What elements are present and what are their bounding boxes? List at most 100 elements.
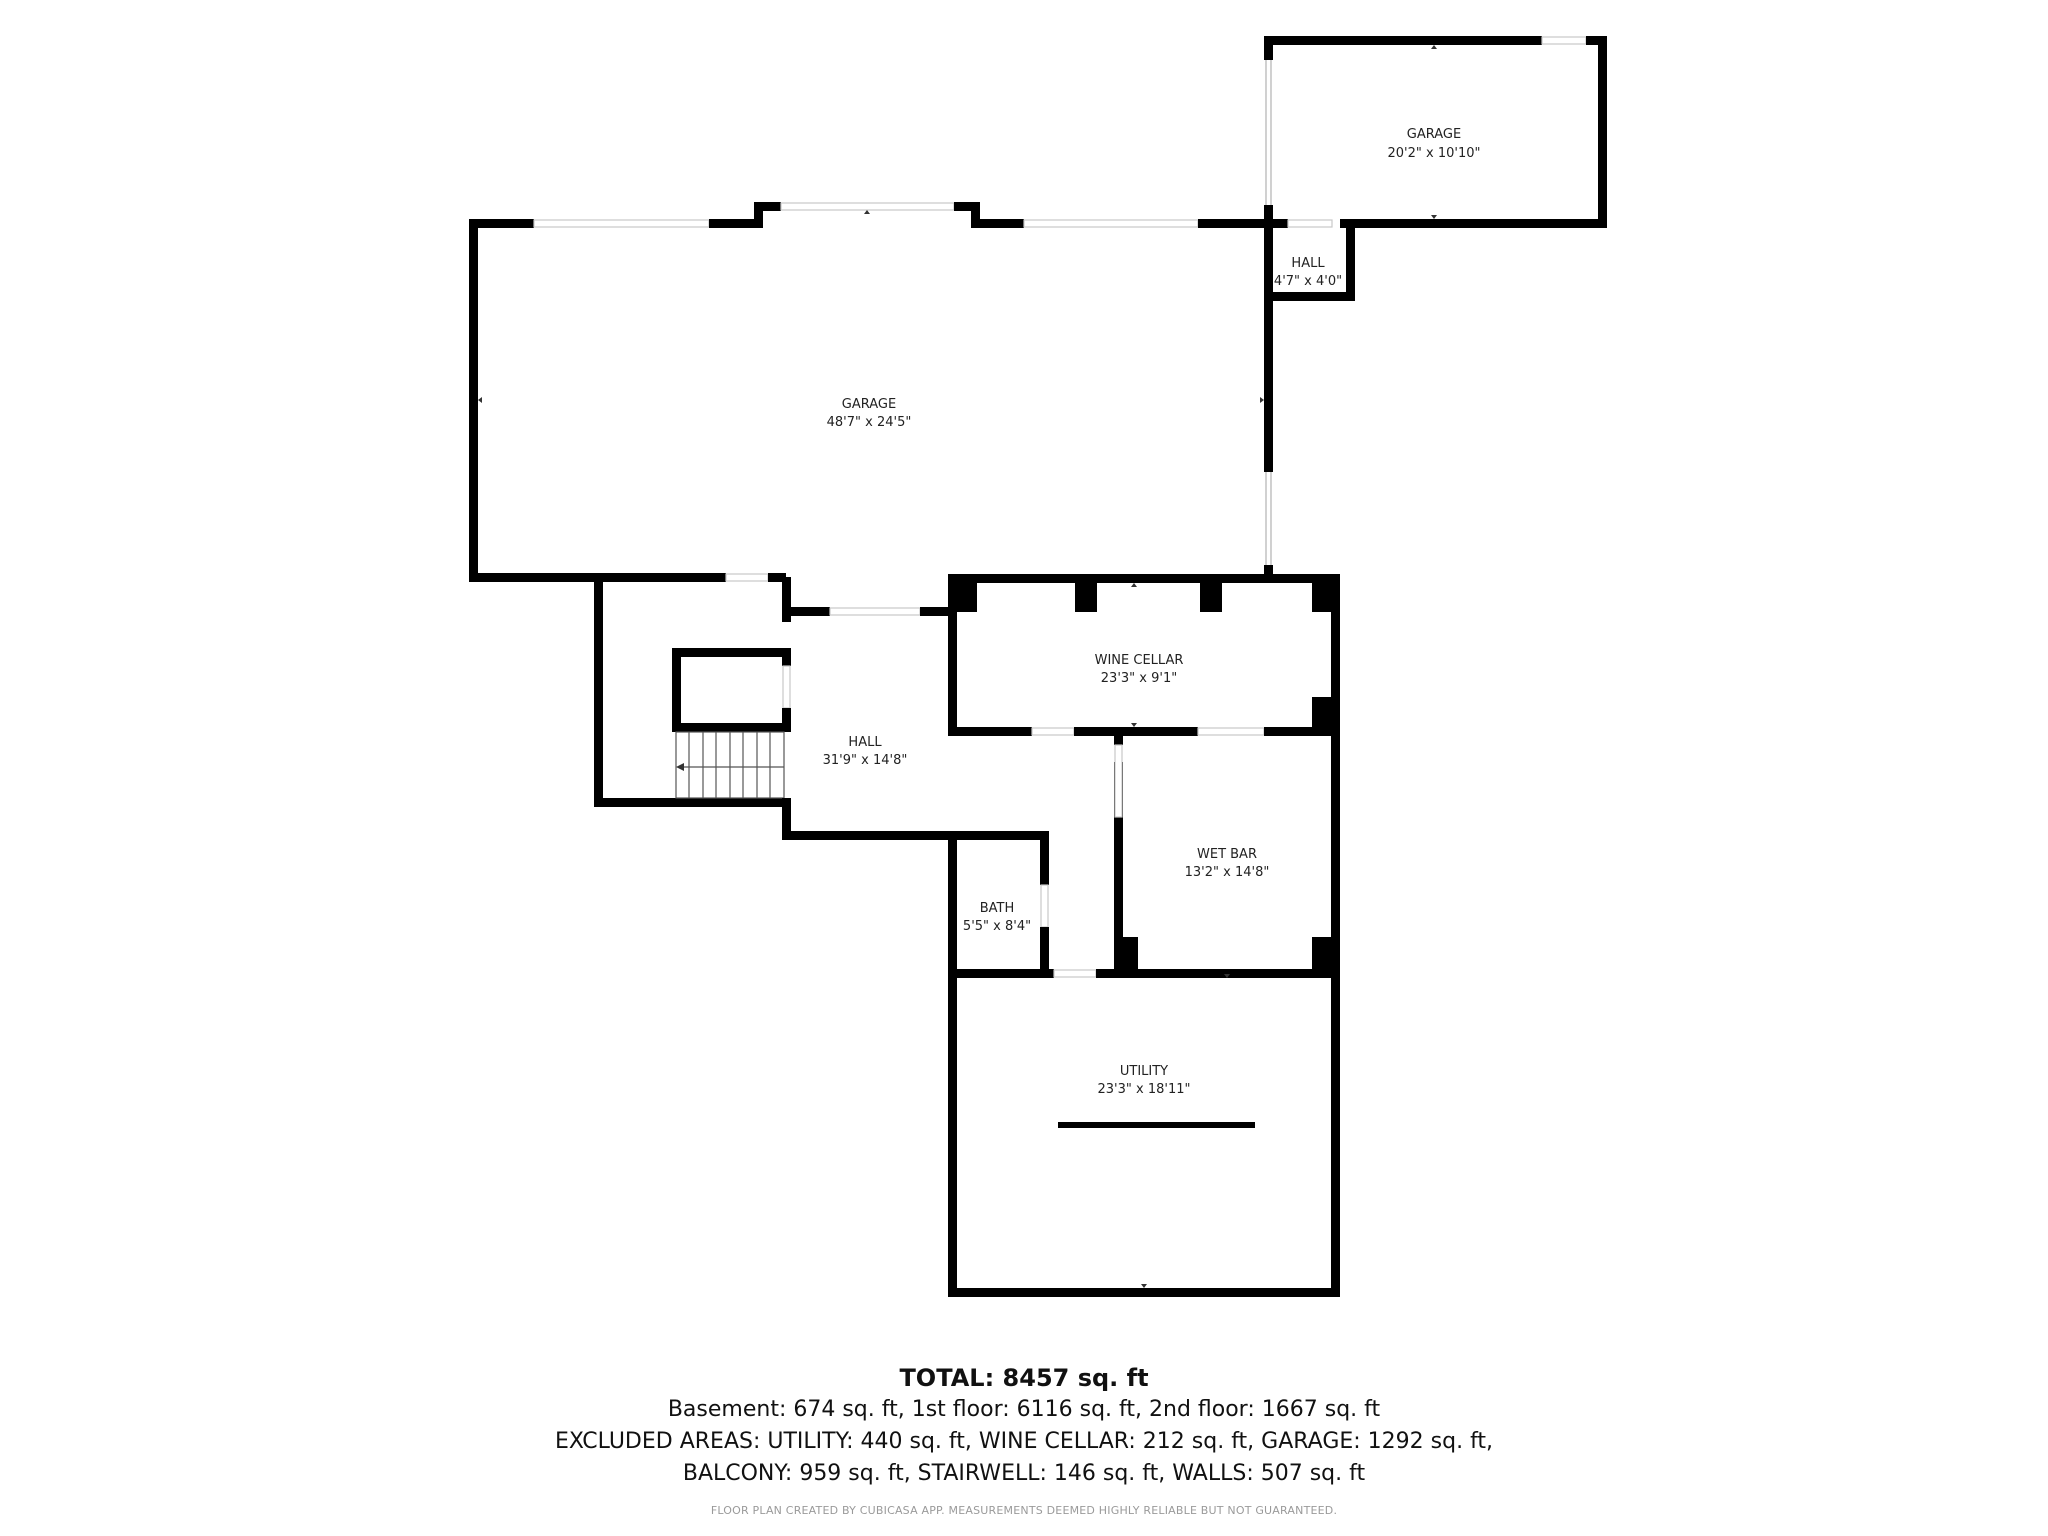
room-bath: BATH 5'5" x 8'4": [948, 831, 1049, 1297]
stairs: [675, 731, 785, 799]
room-dimensions: 23'3" x 9'1": [1101, 671, 1177, 686]
room-dimensions: 23'3" x 18'11": [1098, 1082, 1191, 1097]
room-name: GARAGE: [842, 397, 896, 412]
wall: [954, 202, 980, 211]
column: [1200, 574, 1222, 612]
wall: [948, 1288, 1340, 1297]
wall: [1586, 36, 1606, 45]
tick-icon: [1431, 45, 1437, 49]
wall: [1264, 292, 1273, 472]
room-name: GARAGE: [1407, 127, 1461, 142]
wall: [1264, 205, 1273, 305]
partition-wall: [1058, 1122, 1255, 1128]
door-opening: [725, 573, 769, 582]
room-name: HALL: [1291, 256, 1325, 271]
wall: [1040, 927, 1049, 978]
wall: [754, 202, 781, 211]
wall: [1264, 565, 1273, 582]
wall: [1598, 36, 1607, 228]
door-opening: [1114, 744, 1123, 818]
wall: [1264, 219, 1288, 228]
column: [1312, 574, 1340, 612]
wall: [1096, 969, 1340, 978]
tick-icon: [1141, 1284, 1147, 1288]
wall: [768, 573, 786, 582]
wall: [1264, 36, 1273, 60]
window-opening: [1197, 727, 1265, 736]
wall: [1114, 727, 1123, 745]
area-summary: TOTAL: 8457 sq. ft Basement: 674 sq. ft,…: [0, 1362, 2048, 1517]
disclaimer: FLOOR PLAN CREATED BY CUBICASA APP. MEAS…: [710, 1504, 1338, 1517]
room-dimensions: 5'5" x 8'4": [963, 919, 1031, 934]
room-dimensions: 4'7" x 4'0": [1274, 274, 1342, 289]
room-utility: UTILITY 23'3" x 18'11": [948, 969, 1340, 1297]
wall: [782, 577, 791, 622]
wall: [1264, 292, 1355, 301]
room-garage-large: GARAGE 48'7" x 24'5": [469, 202, 1273, 582]
excluded-areas-line-2: BALCONY: 959 sq. ft, STAIRWELL: 146 sq. …: [682, 1461, 1366, 1486]
room-name: UTILITY: [1120, 1064, 1168, 1079]
tick-icon: [1131, 583, 1137, 587]
wall: [672, 648, 791, 657]
tick-icon: [478, 397, 482, 403]
room-wet-bar: WET BAR 13'2" x 14'8": [1114, 727, 1340, 978]
wall: [594, 577, 603, 807]
room-dimensions: 13'2" x 14'8": [1185, 865, 1270, 880]
room-hall-main: HALL 31'9" x 14'8": [594, 577, 950, 840]
wall: [782, 831, 950, 840]
wall: [709, 219, 763, 228]
floor-areas: Basement: 674 sq. ft, 1st floor: 6116 sq…: [667, 1397, 1381, 1422]
garage-door-opening: [533, 219, 710, 228]
room-dimensions: 48'7" x 24'5": [827, 415, 912, 430]
wall: [782, 648, 791, 666]
wall: [1264, 727, 1340, 736]
wall: [469, 219, 534, 228]
wall: [948, 831, 957, 1297]
door-opening: [829, 607, 921, 616]
wall: [754, 202, 763, 228]
wall: [1346, 219, 1355, 301]
wall: [948, 831, 1049, 840]
wall: [971, 219, 1024, 228]
door-opening: [1287, 219, 1333, 228]
room-dimensions: 20'2" x 10'10": [1388, 146, 1481, 161]
door-opening: [1031, 727, 1075, 736]
room-name: HALL: [848, 735, 882, 750]
room-wine-cellar: WINE CELLAR 23'3" x 9'1": [948, 574, 1340, 1297]
wall: [948, 574, 1340, 583]
wall: [1040, 831, 1049, 885]
wall: [948, 574, 957, 735]
tick-icon: [1260, 397, 1264, 403]
garage-door-opening: [1541, 36, 1587, 45]
room-garage-small: GARAGE 20'2" x 10'10": [1264, 36, 1607, 228]
room-name: WINE CELLAR: [1095, 653, 1184, 668]
measurement-ticks: [478, 45, 1437, 1288]
column: [1075, 574, 1097, 612]
wall: [782, 798, 791, 840]
wall: [782, 708, 791, 732]
room-name: WET BAR: [1197, 847, 1257, 862]
door-opening: [782, 665, 791, 709]
column: [948, 574, 977, 612]
door-opening: [1053, 969, 1097, 978]
wall: [1340, 219, 1607, 228]
wall: [672, 723, 791, 732]
tick-icon: [864, 210, 870, 214]
door-opening: [1040, 884, 1049, 928]
wall: [594, 798, 791, 807]
room-hall-small: HALL 4'7" x 4'0": [1264, 205, 1355, 305]
tick-icon: [1131, 723, 1137, 727]
wall: [948, 727, 1032, 736]
garage-door-opening: [1023, 219, 1199, 228]
wall: [948, 969, 1054, 978]
wall: [469, 219, 478, 582]
wall: [920, 607, 950, 616]
wall: [1198, 219, 1273, 228]
wall: [971, 202, 980, 228]
garage-door-opening: [780, 202, 955, 211]
excluded-areas-line-1: EXCLUDED AREAS: UTILITY: 440 sq. ft, WIN…: [554, 1429, 1494, 1454]
wall: [672, 648, 681, 732]
wall: [1114, 762, 1123, 978]
tick-icon: [1224, 974, 1230, 978]
